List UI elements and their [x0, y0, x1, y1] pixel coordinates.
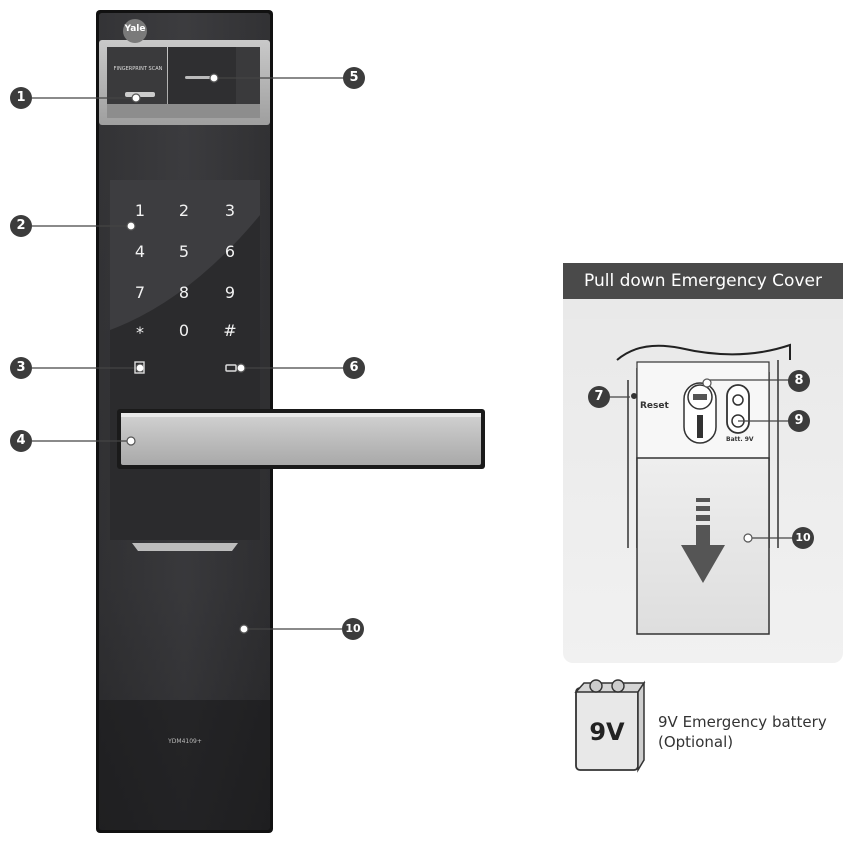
- key-star[interactable]: *: [136, 323, 144, 342]
- callout-4: 4: [10, 430, 32, 452]
- batt-label: Batt. 9V: [726, 436, 754, 443]
- scanner-cover: [168, 47, 236, 104]
- reset-hole: [631, 393, 637, 399]
- pull-down-arrow-icon: [681, 498, 725, 583]
- battery-caption-line1: 9V Emergency battery: [658, 713, 827, 731]
- callout-6: 6: [343, 357, 365, 379]
- battery-label: 9V: [589, 718, 625, 746]
- callout-5: 5: [343, 67, 365, 89]
- brand-logo-text: Yale: [124, 24, 146, 34]
- key-1[interactable]: 1: [134, 201, 146, 220]
- callout-10-main: 10: [342, 618, 364, 640]
- key-5[interactable]: 5: [178, 242, 190, 261]
- lever-handle: [121, 413, 481, 465]
- callout-10-panel: 10: [792, 527, 814, 549]
- callout-9: 9: [788, 410, 810, 432]
- key-4[interactable]: 4: [134, 242, 146, 261]
- callout-2: 2: [10, 215, 32, 237]
- key-9[interactable]: 9: [224, 283, 236, 302]
- battery-9v-icon: [574, 679, 646, 773]
- key-8[interactable]: 8: [178, 283, 190, 302]
- key-hash[interactable]: #: [223, 321, 237, 340]
- reset-label: Reset: [640, 401, 669, 411]
- key-3[interactable]: 3: [224, 201, 236, 220]
- battery-caption: 9V Emergency battery (Optional): [658, 712, 827, 752]
- yale-logo: [123, 19, 147, 43]
- callout-7: 7: [588, 386, 610, 408]
- emergency-panel-title: Pull down Emergency Cover: [563, 263, 843, 299]
- register-button-icon: [134, 361, 145, 374]
- leader-lines: [32, 77, 344, 630]
- key-7[interactable]: 7: [134, 283, 146, 302]
- key-6[interactable]: 6: [224, 242, 236, 261]
- model-label: YDM4109+: [168, 738, 202, 745]
- callout-3: 3: [10, 357, 32, 379]
- callout-1: 1: [10, 87, 32, 109]
- callout-8: 8: [788, 370, 810, 392]
- key-2[interactable]: 2: [178, 201, 190, 220]
- key-0[interactable]: 0: [178, 321, 190, 340]
- battery-caption-line2: (Optional): [658, 733, 734, 751]
- latch-slot: [132, 543, 238, 551]
- fingerprint-label: FINGERPRINT SCAN: [113, 66, 163, 72]
- lock-button-icon: [225, 364, 237, 372]
